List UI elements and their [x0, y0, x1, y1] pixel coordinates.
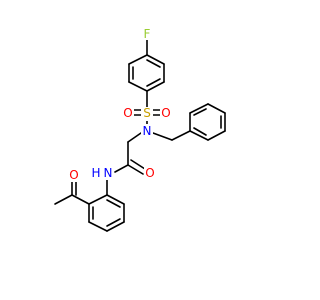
bond: [130, 159, 146, 170]
bond: [127, 164, 144, 175]
atom-bg: [102, 166, 114, 180]
atom-oxygen: O: [69, 168, 78, 182]
bond: [127, 132, 142, 143]
atom-bg: [141, 107, 153, 121]
atom-sulfur: S: [143, 106, 151, 120]
atom-nitrogen: N: [143, 124, 152, 138]
atom-bg: [68, 168, 80, 182]
bond: [71, 194, 90, 205]
bond: [106, 221, 125, 232]
bond: [106, 199, 121, 208]
atom-bg: [141, 28, 153, 40]
bond: [207, 130, 226, 141]
bond: [146, 59, 161, 68]
atom-oxygen: O: [161, 106, 170, 120]
atom-bg: [141, 124, 153, 138]
bond-layer: [54, 38, 226, 232]
atom-hydrogen: H: [91, 166, 100, 180]
bond: [189, 103, 209, 114]
bond: [146, 78, 161, 87]
bond: [128, 54, 148, 65]
bond: [146, 54, 165, 65]
bond: [88, 221, 108, 232]
bond: [189, 130, 209, 141]
atom-nitrogen: N: [104, 166, 113, 180]
bond: [114, 164, 129, 173]
bond: [88, 194, 108, 205]
atom-oxygen: O: [123, 106, 132, 120]
atom-fluorine: F: [144, 27, 151, 41]
atom-bg: [160, 106, 172, 120]
bond: [106, 218, 121, 227]
atom-bg: [90, 166, 102, 180]
bond: [146, 81, 165, 92]
bond: [54, 194, 73, 205]
molecule-structure-diagram: F S O O N O H N O: [54, 27, 226, 232]
atom-oxygen: O: [145, 166, 154, 180]
bond: [128, 81, 148, 92]
bond: [207, 103, 226, 114]
bond: [193, 108, 207, 116]
bond: [106, 194, 125, 205]
atom-bg: [144, 166, 156, 180]
atom-bg: [122, 106, 134, 120]
bond: [171, 130, 191, 141]
bond: [152, 132, 173, 141]
bond: [193, 127, 207, 136]
atom-layer: F S O O N O H N O: [68, 27, 172, 182]
